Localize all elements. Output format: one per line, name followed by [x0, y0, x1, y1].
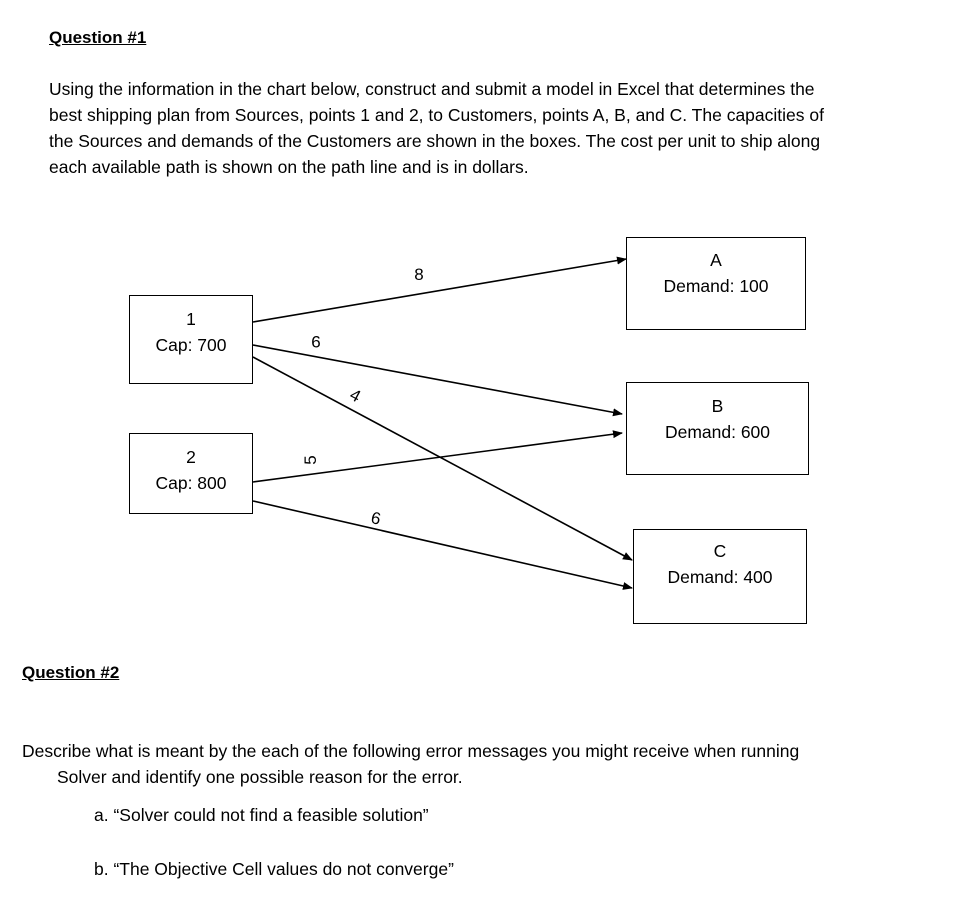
cost-label-2-c: 6	[369, 508, 383, 529]
paragraph-line: best shipping plan from Sources, points …	[49, 105, 824, 125]
source-capacity: Cap: 800	[155, 473, 227, 493]
question-1-heading: Question #1	[49, 28, 147, 47]
paragraph-line: each available path is shown on the path…	[49, 157, 529, 177]
customer-node-a: A Demand: 100	[626, 237, 806, 330]
source-node-1: 1 Cap: 700	[129, 295, 253, 384]
path-1-to-a	[252, 256, 627, 323]
paragraph-line: Describe what is meant by the each of th…	[22, 741, 800, 761]
question-1-paragraph: Using the information in the chart below…	[49, 76, 824, 180]
paragraph-line: Using the information in the chart below…	[49, 79, 815, 99]
customer-id: C	[713, 541, 727, 561]
customer-node-b: B Demand: 600	[626, 382, 809, 475]
source-id: 2	[186, 447, 196, 467]
list-item-a: a. “Solver could not find a feasible sol…	[94, 805, 429, 825]
customer-id: A	[710, 250, 722, 270]
customer-id: B	[711, 396, 724, 416]
source-node-2: 2 Cap: 800	[129, 433, 253, 514]
path-1-to-b	[252, 344, 623, 417]
path-2-to-b	[252, 430, 623, 483]
paragraph-line: Solver and identify one possible reason …	[57, 767, 463, 787]
customer-demand: Demand: 100	[663, 276, 769, 296]
cost-label-2-b: 5	[301, 455, 320, 464]
question-2-heading: Question #2	[22, 663, 120, 682]
source-id: 1	[186, 309, 196, 329]
customer-demand: Demand: 600	[664, 422, 771, 442]
path-1-to-c	[252, 356, 633, 561]
cost-label-1-c: 4	[347, 385, 364, 406]
list-item-b: b. “The Objective Cell values do not con…	[94, 859, 454, 879]
paragraph-line: the Sources and demands of the Customers…	[49, 131, 821, 151]
path-2-to-c	[252, 500, 633, 590]
customer-node-c: C Demand: 400	[633, 529, 807, 624]
cost-label-1-a: 8	[414, 265, 423, 284]
source-capacity: Cap: 700	[155, 335, 227, 355]
cost-label-1-b: 9	[311, 332, 320, 351]
customer-demand: Demand: 400	[667, 567, 773, 587]
question-2-paragraph: Describe what is meant by the each of th…	[22, 738, 799, 790]
